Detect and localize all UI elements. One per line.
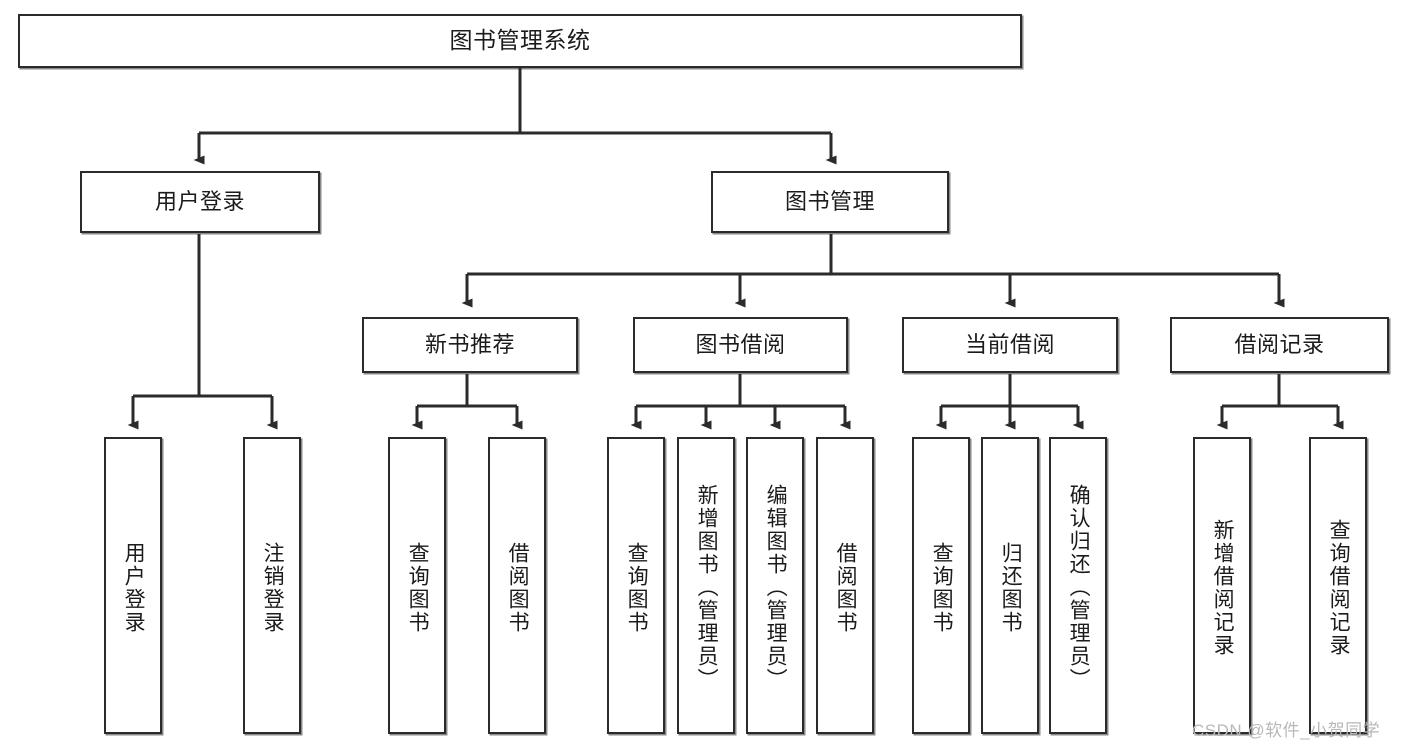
node-label: 新书推荐: [424, 331, 515, 357]
leaf-borrow-books-recommendation[interactable]: 借阅图书: [488, 437, 546, 734]
leaf-return-books[interactable]: 归还图书: [981, 437, 1039, 734]
node-label: 图书管理: [784, 188, 875, 214]
node-label: 当前借阅: [964, 331, 1055, 357]
node-label: 查询图书: [930, 541, 954, 634]
leaf-query-borrowing-record[interactable]: 查询借阅记录: [1309, 437, 1367, 734]
node-borrowing-records[interactable]: 借阅记录: [1170, 317, 1389, 373]
node-label: 用户登录: [122, 541, 146, 634]
node-label: 查询图书: [625, 541, 649, 634]
node-book-management[interactable]: 图书管理: [711, 171, 949, 233]
node-current-borrowing[interactable]: 当前借阅: [902, 317, 1118, 373]
node-label: 编辑图书（管理员）: [764, 484, 788, 691]
leaf-add-book-admin[interactable]: 新增图书（管理员）: [677, 437, 735, 734]
node-user-login[interactable]: 用户登录: [80, 171, 320, 233]
node-book-borrowing[interactable]: 图书借阅: [633, 317, 848, 373]
node-label: 查询图书: [406, 541, 430, 634]
node-label: 新增图书（管理员）: [695, 484, 719, 691]
leaf-edit-book-admin[interactable]: 编辑图书（管理员）: [746, 437, 804, 734]
node-label: 查询借阅记录: [1327, 518, 1351, 657]
leaf-borrow-books-borrowing[interactable]: 借阅图书: [816, 437, 874, 734]
leaf-query-books-recommendation[interactable]: 查询图书: [388, 437, 446, 734]
node-label: 归还图书: [999, 541, 1023, 634]
leaf-confirm-return-admin[interactable]: 确认归还（管理员）: [1049, 437, 1107, 734]
node-label: 图书管理系统: [449, 27, 591, 54]
node-new-book-recommendation[interactable]: 新书推荐: [362, 317, 578, 373]
node-label: 图书借阅: [695, 331, 786, 357]
node-label: 借阅记录: [1234, 331, 1325, 357]
leaf-add-borrowing-record[interactable]: 新增借阅记录: [1193, 437, 1251, 734]
csdn-watermark: CSDN @软件_小贺同学: [1192, 716, 1380, 741]
node-label: 确认归还（管理员）: [1067, 484, 1091, 691]
node-root-book-management-system[interactable]: 图书管理系统: [18, 14, 1022, 68]
leaf-query-books-current[interactable]: 查询图书: [912, 437, 970, 734]
leaf-user-login[interactable]: 用户登录: [104, 437, 162, 734]
leaf-logout[interactable]: 注销登录: [243, 437, 301, 734]
watermark-text: CSDN @软件_小贺同学: [1192, 721, 1381, 740]
node-label: 借阅图书: [506, 541, 530, 634]
node-label: 注销登录: [261, 541, 285, 634]
node-label: 借阅图书: [834, 541, 858, 634]
leaf-query-books-borrowing[interactable]: 查询图书: [607, 437, 665, 734]
node-label: 用户登录: [154, 188, 245, 214]
node-label: 新增借阅记录: [1211, 518, 1235, 657]
